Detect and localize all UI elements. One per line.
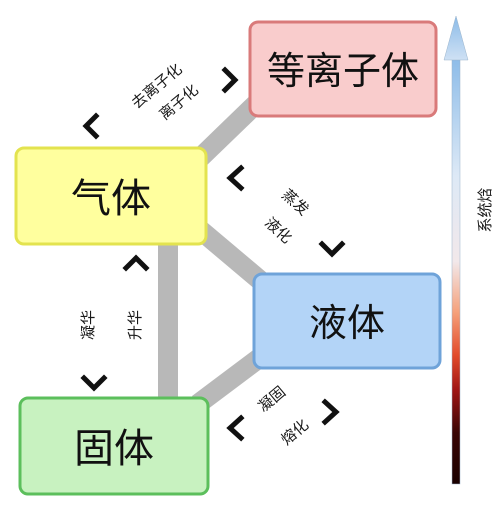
connector-gas-liquid bbox=[191, 220, 269, 290]
state-box-solid: 固体 bbox=[18, 396, 210, 496]
label-freezing: 凝固 bbox=[255, 383, 290, 416]
transition-labels: 去离子化 离子化 蒸发 液化 凝华 升华 凝固 熔化 bbox=[79, 60, 313, 449]
liquid-box bbox=[252, 272, 442, 370]
gas-label: 气体 bbox=[71, 176, 151, 222]
connector-solid-liquid bbox=[192, 348, 268, 412]
enthalpy-axis-label: 系统焓 bbox=[476, 187, 494, 232]
state-box-plasma: 等离子体 bbox=[248, 20, 438, 118]
chevrons bbox=[80, 66, 346, 442]
state-box-gas: 气体 bbox=[14, 146, 208, 246]
chevron-toward-solid-icon bbox=[226, 414, 245, 442]
chevron-toward-liquid-from-solid-icon bbox=[321, 398, 340, 426]
label-melting: 熔化 bbox=[278, 416, 313, 449]
liquid-label: 液体 bbox=[309, 301, 385, 345]
plasma-label: 等离子体 bbox=[267, 49, 419, 93]
label-condensation: 液化 bbox=[261, 214, 295, 247]
chevron-up-toward-gas-icon bbox=[122, 254, 150, 272]
enthalpy-axis: 系统焓 bbox=[443, 15, 494, 485]
label-deposition: 凝华 bbox=[79, 310, 97, 340]
chevron-toward-liquid-icon bbox=[318, 240, 346, 258]
enthalpy-arrow-head-icon bbox=[443, 15, 469, 61]
plasma-box bbox=[248, 20, 438, 118]
state-box-liquid: 液体 bbox=[252, 272, 442, 370]
chevron-toward-plasma-icon bbox=[221, 66, 239, 94]
chevron-toward-gas-from-liquid-icon bbox=[226, 164, 245, 192]
chevron-toward-gas-icon bbox=[82, 112, 100, 140]
solid-box bbox=[18, 396, 210, 496]
label-evaporation: 蒸发 bbox=[278, 186, 312, 219]
enthalpy-arrow-shaft bbox=[451, 55, 461, 485]
solid-label: 固体 bbox=[74, 426, 154, 472]
chevron-down-toward-solid-icon bbox=[80, 374, 108, 392]
connectors bbox=[158, 90, 269, 412]
label-sublimation: 升华 bbox=[126, 310, 144, 340]
gas-box bbox=[14, 146, 208, 246]
